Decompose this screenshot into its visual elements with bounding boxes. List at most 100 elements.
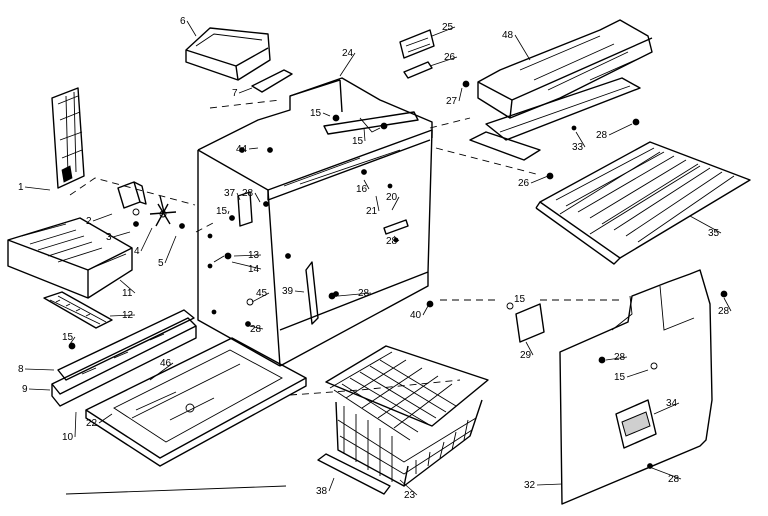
leader-line-23 <box>399 479 418 496</box>
callout-25: 25 <box>442 22 454 33</box>
leader-line-25 <box>431 26 456 37</box>
leader-line-12 <box>109 314 136 317</box>
callout-16: 16 <box>356 184 368 195</box>
callout-28: 28 <box>596 130 608 141</box>
leader-line-44 <box>248 147 259 150</box>
callout-11: 11 <box>122 288 133 299</box>
callout-39: 39 <box>282 286 294 297</box>
part-door-32 <box>559 269 728 505</box>
callout-21: 21 <box>366 206 378 217</box>
part-tray-33 <box>469 77 641 180</box>
leader-line-3 <box>112 231 131 238</box>
part-shelf-6 <box>185 27 271 81</box>
part-bracket-29 <box>506 302 545 343</box>
callout-35: 35 <box>708 228 720 239</box>
leader-line-14 <box>231 261 262 270</box>
leader-line-7 <box>238 87 253 94</box>
leader-line-26 <box>530 175 549 184</box>
part-bracket-26 <box>403 61 433 79</box>
leader-line-22 <box>98 413 113 424</box>
callout-28: 28 <box>386 236 398 247</box>
leader-line-37 <box>236 192 241 201</box>
callout-48: 48 <box>502 30 514 41</box>
callout-40: 40 <box>410 310 422 321</box>
part-strip-38 <box>317 453 391 495</box>
callout-22: 22 <box>86 418 98 429</box>
leader-line-21 <box>375 195 380 212</box>
leader-line-10 <box>74 411 77 438</box>
part-box-11 <box>7 217 133 299</box>
callout-5: 5 <box>158 258 164 269</box>
leader-line-11 <box>119 279 136 294</box>
callout-37: 37 <box>224 188 236 199</box>
part-basket-23 <box>325 345 489 487</box>
callout-15: 15 <box>614 372 626 383</box>
leader-line-29 <box>525 341 534 356</box>
leader-line-34 <box>653 402 680 415</box>
callout-14: 14 <box>248 264 260 275</box>
leader-line-28 <box>337 292 372 297</box>
part-hinge-34 <box>615 399 657 449</box>
callout-23: 23 <box>404 490 416 501</box>
callout-15: 15 <box>216 206 228 217</box>
callout-8: 8 <box>18 364 24 375</box>
callout-45: 45 <box>256 288 268 299</box>
leader-line-26 <box>429 56 458 67</box>
leader-line-13 <box>233 254 262 257</box>
part-strip-7 <box>251 69 293 93</box>
callout-32: 32 <box>524 480 536 491</box>
leader-line-28 <box>608 123 633 136</box>
callout-2: 2 <box>86 216 92 227</box>
part-bottom-rail <box>51 309 197 407</box>
leader-line-15 <box>363 127 366 142</box>
leader-line-40 <box>422 305 429 316</box>
part-base-pan-22 <box>85 337 307 467</box>
callout-33: 33 <box>572 142 584 153</box>
leader-line-1 <box>24 186 51 191</box>
leader-line-15 <box>322 112 331 117</box>
leader-line-48 <box>514 34 531 61</box>
leader-line-15 <box>227 210 230 215</box>
callout-7: 7 <box>232 88 238 99</box>
callout-labels: 1234567891011121314151515151515162021222… <box>18 16 732 501</box>
leader-line-5 <box>164 235 177 264</box>
callout-26: 26 <box>518 178 530 189</box>
callout-10: 10 <box>62 432 74 443</box>
leader-line-8 <box>24 368 55 371</box>
leader-line-2 <box>92 213 113 222</box>
leader-line-24 <box>339 52 356 77</box>
leader-line-32 <box>536 483 563 486</box>
callout-34: 34 <box>666 398 678 409</box>
callout-15: 15 <box>310 108 322 119</box>
callout-20: 20 <box>386 192 398 203</box>
leader-line-15 <box>69 336 76 345</box>
callout-38: 38 <box>316 486 328 497</box>
part-bracket-1 <box>51 87 85 189</box>
callout-46: 46 <box>160 358 172 369</box>
callout-15: 15 <box>62 332 74 343</box>
part-shelf-35 <box>535 141 751 265</box>
callout-28: 28 <box>668 474 680 485</box>
callout-6: 6 <box>180 16 186 27</box>
screw-27 <box>462 80 470 88</box>
leader-line-27 <box>458 87 463 102</box>
leader-line-15 <box>626 369 649 378</box>
callout-28: 28 <box>718 306 730 317</box>
leader-line-28 <box>723 297 732 312</box>
callout-26: 26 <box>444 52 456 63</box>
leader-line-45 <box>251 292 270 303</box>
screw-40 <box>426 300 434 308</box>
leader-line-16 <box>363 179 370 190</box>
leader-line-39 <box>294 290 305 293</box>
callout-28: 28 <box>242 188 254 199</box>
leader-line-4 <box>140 227 153 252</box>
leader-line-28 <box>605 356 628 361</box>
leader-line-20 <box>391 196 400 211</box>
base-line <box>65 485 287 495</box>
callout-9: 9 <box>22 384 28 395</box>
part-fan-motor <box>117 181 147 227</box>
leader-line-28 <box>254 192 261 203</box>
part-fan-blade <box>149 195 185 229</box>
leader-line-28 <box>393 235 400 242</box>
